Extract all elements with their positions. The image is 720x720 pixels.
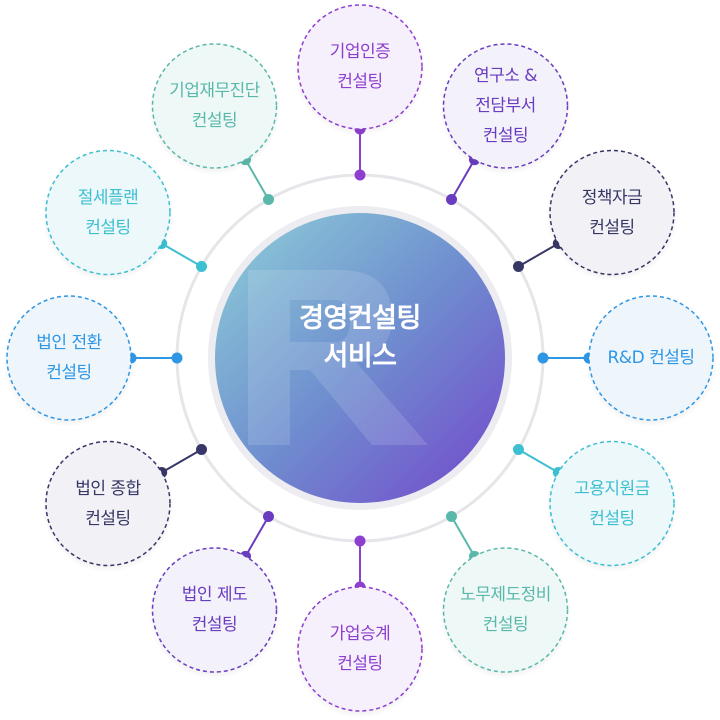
service-label-line: 법인 제도 <box>181 585 248 605</box>
connector-line <box>450 159 476 201</box>
service-label-line: 법인 전환 <box>36 333 102 353</box>
service-label-line: 컨설팅 <box>482 125 529 146</box>
connector-line <box>244 159 270 201</box>
service-label-line: 정책자금 <box>581 187 643 208</box>
connector-dot-inner <box>446 510 457 522</box>
service-label-line: 노무제도정비 <box>460 585 551 605</box>
service-node-circle <box>297 586 423 712</box>
connector-dot-inner <box>263 194 274 206</box>
connector-dot-inner <box>354 535 366 547</box>
connector-line <box>517 242 559 268</box>
service-label-line: 컨설팅 <box>85 508 131 529</box>
service-label-line: 기업인증 <box>329 42 391 62</box>
service-label-line: 컨설팅 <box>482 615 529 635</box>
service-node: R&D 컨설팅 <box>589 296 713 420</box>
connector-line <box>161 448 203 474</box>
connector-dot-inner <box>354 169 366 181</box>
connector-dot-inner <box>196 444 208 455</box>
service-node-circle <box>549 440 675 567</box>
connector-dot-inner <box>196 261 208 272</box>
service-node-circle <box>45 440 171 567</box>
watermark-logo <box>248 270 428 445</box>
connector-line <box>161 242 203 268</box>
service-label-line: 컨설팅 <box>589 217 635 238</box>
service-node-circle <box>151 43 278 169</box>
connector-dot-inner <box>512 444 524 455</box>
connector-dot-inner <box>263 510 274 522</box>
nodes-layer <box>3 4 717 718</box>
service-label-line: 연구소 & <box>473 65 538 86</box>
service-node-circle <box>588 295 714 421</box>
service-node-circle <box>549 149 675 276</box>
service-node-circle <box>442 547 569 673</box>
connector-line <box>517 448 559 474</box>
service-label-line: 가업승계 <box>329 624 391 644</box>
service-label-line: 전담부서 <box>475 95 536 116</box>
connector-dot-inner <box>171 352 183 364</box>
service-label-line: 컨설팅 <box>589 508 635 529</box>
service-label-line: 컨설팅 <box>337 654 383 674</box>
connector-dot-inner <box>512 261 524 272</box>
service-label-line: 고용지원금 <box>574 478 650 499</box>
connector-line <box>450 515 476 557</box>
service-node-circle <box>297 4 423 130</box>
center-circle <box>215 213 505 503</box>
service-label-line: 컨설팅 <box>191 615 238 635</box>
connector-dot-inner <box>446 194 457 206</box>
service-label-line: 컨설팅 <box>46 363 92 383</box>
connector-dot-inner <box>537 352 549 364</box>
service-node-circle <box>45 149 171 276</box>
service-label-line: 법인 종합 <box>75 478 141 499</box>
service-label-line: 절세플랜 <box>77 187 139 208</box>
connector-line <box>244 515 270 557</box>
service-label-line: R&D 컨설팅 <box>607 348 695 368</box>
service-node-circle <box>151 547 278 673</box>
service-label-line: 컨설팅 <box>85 217 131 238</box>
service-node-circle <box>442 43 569 169</box>
center-title: 경영컨설팅 서비스 <box>215 300 505 376</box>
service-label-line: 컨설팅 <box>337 72 383 92</box>
center-title-line2: 서비스 <box>323 341 397 372</box>
service-label-line: 컨설팅 <box>191 110 238 131</box>
service-label-line: 기업재무진단 <box>169 80 260 101</box>
service-node-circle <box>6 295 132 421</box>
center-title-line1: 경영컨설팅 <box>299 303 421 334</box>
